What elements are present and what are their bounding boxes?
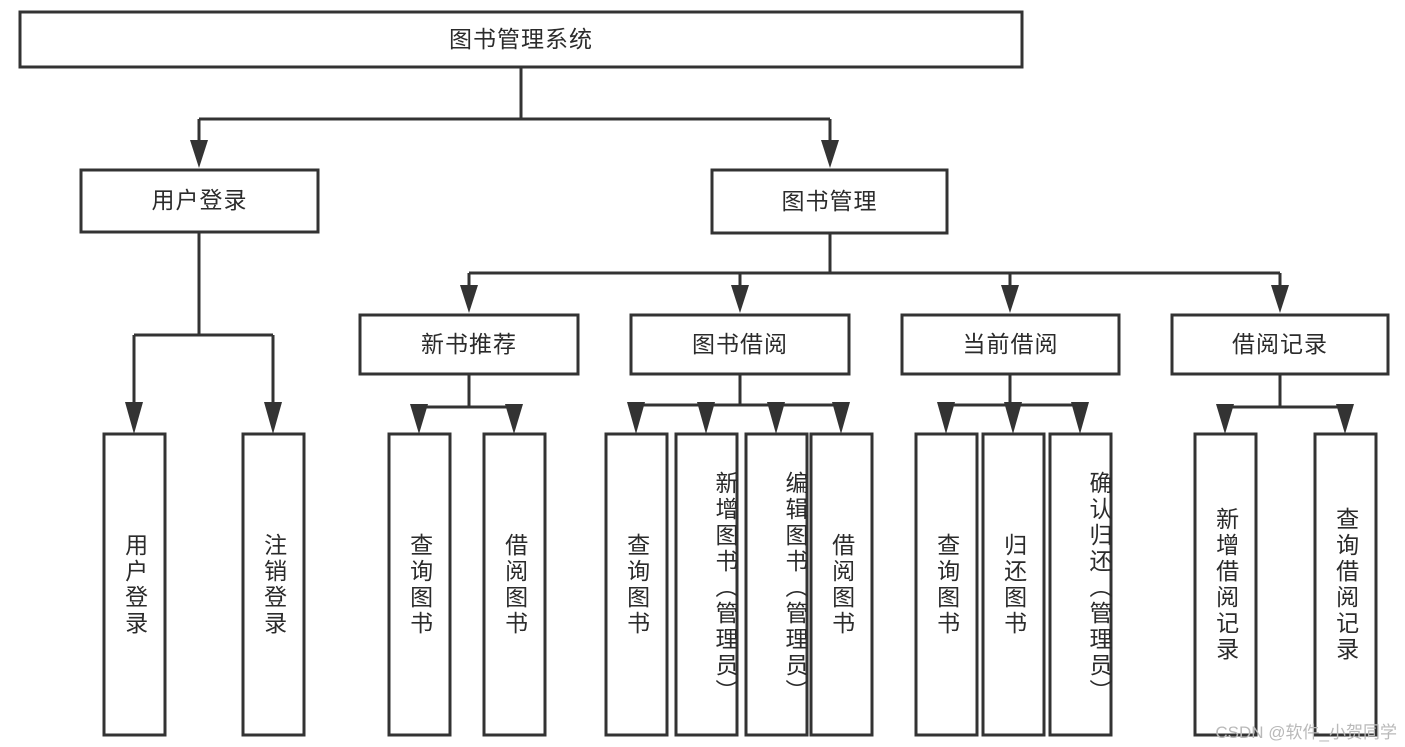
arrow-head-leaf-query-book-2: [627, 402, 645, 434]
arrow-head-leaf-logout: [264, 402, 282, 434]
node-box-leaf-query-book-2[interactable]: [604, 432, 669, 737]
node-box-leaf-query-record[interactable]: [1313, 432, 1378, 737]
node-box-root[interactable]: [18, 10, 1024, 69]
arrow-head-leaf-borrow-book-2: [832, 402, 850, 434]
node-box-book-borrow[interactable]: [629, 313, 851, 376]
node-box-leaf-query-book-3[interactable]: [914, 432, 979, 737]
node-box-leaf-edit-book[interactable]: [744, 432, 809, 737]
node-box-leaf-user-login[interactable]: [102, 432, 167, 737]
node-box-borrow-record[interactable]: [1170, 313, 1390, 376]
watermark-text: CSDN @软件_小贺同学: [1215, 723, 1397, 742]
node-box-book-manage[interactable]: [710, 168, 949, 235]
arrow-head-leaf-query-book-1: [410, 404, 428, 434]
node-box-new-book-recommend[interactable]: [358, 313, 580, 376]
node-box-leaf-borrow-book-2[interactable]: [809, 432, 874, 737]
arrow-head-user-login: [190, 140, 208, 168]
arrow-head-current-borrow: [1001, 285, 1019, 313]
edge-group-user-login: [125, 232, 282, 434]
node-box-leaf-add-record[interactable]: [1193, 432, 1258, 737]
arrow-head-leaf-query-book-3: [937, 402, 955, 434]
arrow-head-leaf-add-book: [697, 402, 715, 434]
node-box-leaf-borrow-book-1[interactable]: [482, 432, 547, 737]
edge-group-borrow-record: [1216, 374, 1354, 434]
edge-group-book-borrow: [627, 374, 850, 434]
arrow-head-leaf-user-login: [125, 402, 143, 434]
node-box-leaf-logout[interactable]: [241, 432, 306, 737]
node-box-leaf-confirm-return[interactable]: [1048, 432, 1113, 737]
edge-group-new-book-recommend: [410, 374, 523, 434]
edge-group-root: [190, 67, 839, 168]
arrow-head-leaf-add-record: [1216, 404, 1234, 434]
arrow-head-leaf-return-book: [1004, 402, 1022, 434]
edge-group-current-borrow: [937, 374, 1089, 434]
arrow-head-book-manage: [821, 140, 839, 168]
arrow-head-new-book-recommend: [460, 285, 478, 313]
node-box-current-borrow[interactable]: [900, 313, 1121, 376]
node-box-leaf-add-book[interactable]: [674, 432, 739, 737]
arrow-head-leaf-borrow-book-1: [505, 404, 523, 434]
arrow-head-leaf-query-record: [1336, 404, 1354, 434]
arrow-head-book-borrow: [731, 285, 749, 313]
edge-group-book-manage: [460, 233, 1289, 313]
node-box-leaf-query-book-1[interactable]: [387, 432, 452, 737]
arrow-head-leaf-confirm-return: [1071, 402, 1089, 434]
node-box-leaf-return-book[interactable]: [981, 432, 1046, 737]
arrow-head-leaf-edit-book: [767, 402, 785, 434]
arrow-head-borrow-record: [1271, 285, 1289, 313]
node-box-user-login[interactable]: [79, 168, 320, 234]
